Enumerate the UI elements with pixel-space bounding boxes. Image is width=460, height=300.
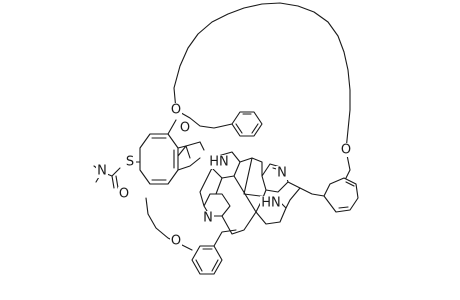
tert-butyl-group [177, 141, 205, 159]
aryl-ring-left [139, 119, 201, 185]
atom-label-nh-upper: HN [209, 155, 229, 170]
atom-label-sulfur: S [126, 155, 134, 170]
phenyl-ring-lower [145, 197, 237, 275]
atom-label-oxygen-carbonyl: O [119, 187, 129, 202]
atom-label-nitrogen-amide: N [97, 164, 107, 179]
atom-label-n-right: N [277, 166, 287, 181]
macrocycle-chain [173, 2, 351, 151]
atom-labels: O O O O O S N HN HN N N [96, 103, 352, 249]
atom-label-nh-lower: HN [261, 196, 281, 211]
atom-label-oxygen-left-top: O [171, 103, 181, 118]
atom-label-n-lower: N [203, 211, 213, 226]
phenyl-ring-right [299, 149, 359, 213]
atom-label-oxygen-bottom: O [171, 234, 181, 249]
phenyl-ring-upper [175, 109, 263, 137]
atom-label-oxygen-right: O [341, 143, 351, 158]
atom-label-oxygen-top: O [180, 121, 190, 136]
